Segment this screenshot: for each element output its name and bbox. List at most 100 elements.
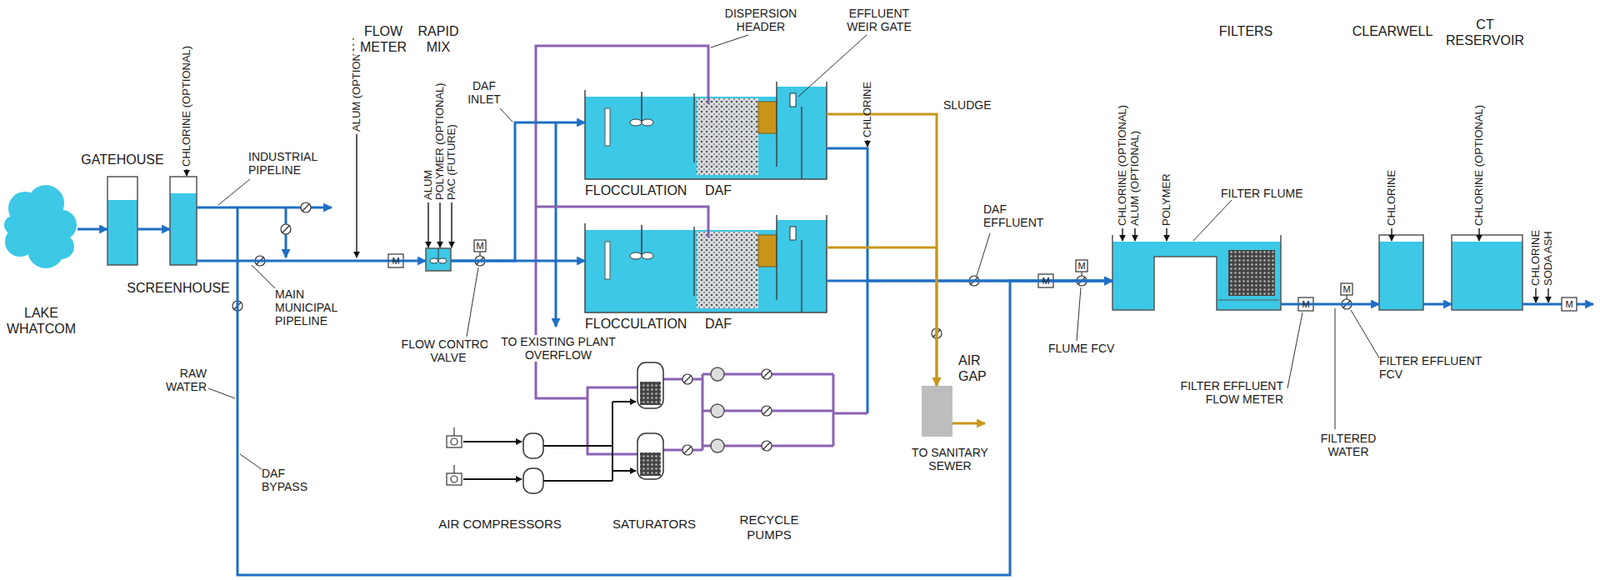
air-line <box>611 401 614 481</box>
callout-label: AIR COMPRESSORS <box>433 516 567 532</box>
lake-cloud <box>49 234 75 260</box>
water-pipe <box>450 260 585 263</box>
chemical-label: SODA ASH <box>1542 230 1555 286</box>
callout-label: DISPERSION HEADER <box>715 6 807 34</box>
chemical-label: CHLORINE <box>1385 170 1398 226</box>
callout-label: FILTER EFFLUENT FLOW METER <box>1158 379 1284 406</box>
node-label: AIR GAP <box>958 352 1005 385</box>
rapid-mix-tank <box>438 248 440 260</box>
callout-label: TO SANITARY SEWER <box>904 445 996 473</box>
chemical-feed-arrow <box>427 202 429 248</box>
daf-tank <box>585 215 827 313</box>
recycle-pump <box>710 439 725 453</box>
chemical-feed-arrow <box>186 134 1549 303</box>
air-line <box>612 470 636 472</box>
filter-basin <box>1112 241 1155 310</box>
rapid-mix-tank <box>425 248 451 271</box>
chemical-label: CHLORINE <box>1530 230 1542 286</box>
meter-tag: M <box>1076 260 1087 271</box>
leader-line <box>1335 308 1336 430</box>
air-line <box>612 400 636 403</box>
lake-cloud <box>4 185 77 269</box>
meter-tag: M <box>475 240 485 251</box>
flow-meter <box>479 251 480 256</box>
gatehouse-tank <box>107 176 138 265</box>
callout-label: DAF INLET <box>463 79 505 106</box>
water-pipe <box>1423 303 1452 306</box>
air-gap-box <box>921 385 953 437</box>
node-label: DAF <box>701 182 735 199</box>
filter-basin <box>1112 235 1281 310</box>
leader-line <box>976 233 990 276</box>
rapid-mix-tank: RAPID MIX <box>425 248 451 271</box>
chemical-feed-arrow <box>355 134 357 258</box>
leader-line <box>500 108 513 122</box>
node-label: DAF <box>701 315 735 332</box>
ct-reservoir-tank <box>1451 235 1523 310</box>
chemical-label: POLYMER <box>1160 173 1173 226</box>
clearwell-tank <box>1379 235 1424 310</box>
leader-line <box>1193 200 1232 241</box>
chemical-feed-arrow <box>1165 228 1167 241</box>
chemical-label: ALUM (OPTIONAL) <box>1129 130 1141 226</box>
node-label: LAKE WHATCOM <box>1 305 81 337</box>
leader-line <box>1076 287 1081 341</box>
water-pipe <box>1280 303 1380 306</box>
clearwell-tank <box>1379 241 1424 310</box>
recycle-pipe <box>535 45 868 455</box>
gatehouse-tank <box>107 200 138 265</box>
flow-meter <box>1340 283 1353 295</box>
saturator-vessel <box>637 362 664 409</box>
callout-label: DAF BYPASS <box>261 466 320 494</box>
meter-tag: M <box>1300 299 1311 310</box>
chemical-feed-arrow <box>1390 228 1392 241</box>
node-label: FILTERS <box>1212 23 1280 40</box>
callout-label: TO EXISTING PLANT OVERFLOW <box>487 335 630 362</box>
rapid-mix-tank <box>430 258 439 264</box>
chemical-feed-arrow <box>1134 228 1135 241</box>
node-label: SCREENHOUSE <box>124 280 233 296</box>
leader-line <box>710 35 749 48</box>
recycle-pump <box>710 367 725 453</box>
leader-line <box>208 388 235 399</box>
chemical-label: POLYMER (OPTIONAL) <box>434 82 446 200</box>
flow-meter <box>474 240 486 252</box>
ct-reservoir-tank <box>1451 235 1523 310</box>
chemical-feed-arrow <box>439 202 440 248</box>
saturator-vessel <box>637 433 664 480</box>
leader-line <box>208 35 1384 472</box>
screenhouse-tank: SCREENHOUSE <box>170 176 197 265</box>
flow-meter <box>388 240 1577 311</box>
rapid-mix-tank <box>425 248 451 271</box>
callout-label: SATURATORS <box>600 516 709 532</box>
chemical-feed-arrow <box>185 169 187 176</box>
node-label: FLOCCULATION <box>585 182 702 199</box>
node-label: FLOCCULATION <box>585 315 702 332</box>
water-pipe <box>196 207 1113 575</box>
recycle-pipe <box>724 410 834 413</box>
water-pipe <box>826 148 1113 281</box>
callout-label: FLOW CONTROL VALVE <box>398 337 499 365</box>
filter-basin <box>1216 241 1281 310</box>
node-label: CLEARWELL <box>1342 23 1443 40</box>
blue-pipe <box>866 280 870 414</box>
lake-cloud: LAKE WHATCOM <box>5 188 78 270</box>
flow-meter <box>1080 271 1082 276</box>
gatehouse-tank <box>107 176 138 265</box>
callout-label: DAF EFFLUENT <box>983 202 1046 230</box>
isolation-valve <box>682 445 693 455</box>
screenhouse-tank <box>170 176 197 265</box>
recycle-pipe <box>724 445 834 448</box>
air-gap-box: AIR GAP <box>921 385 953 437</box>
isolation-valve <box>280 224 291 235</box>
air-compressor <box>450 438 458 445</box>
sludge-pipe <box>826 247 937 386</box>
air-receiver <box>523 433 544 494</box>
chemical-label: CHLORINE (OPTIONAL) <box>180 45 193 167</box>
air-line <box>543 480 613 482</box>
meter-tag: M <box>1341 284 1352 295</box>
leader-line <box>218 179 250 205</box>
